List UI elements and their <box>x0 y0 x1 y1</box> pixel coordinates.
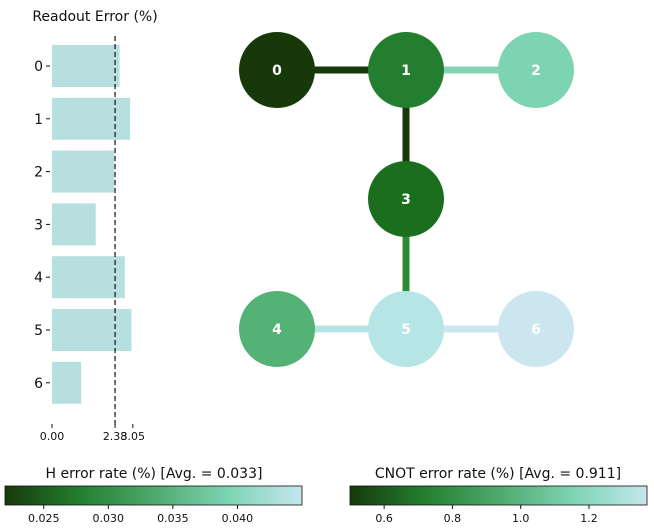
readout-xtick-label-2: 3.05 <box>121 430 146 443</box>
qubit-node-2 <box>498 32 574 108</box>
readout-xtick-label-0: 0.00 <box>40 430 65 443</box>
colorbar-gradient-h <box>4 485 303 506</box>
qubit-node-6 <box>498 291 574 367</box>
h-colorbar-title: H error rate (%) [Avg. = 0.033] <box>46 466 263 482</box>
qubit-node-label-1: 1 <box>401 63 411 79</box>
colorbar-cnot-tick-label-1: 0.8 <box>444 512 462 525</box>
readout-category-label-1: 1 <box>34 112 43 128</box>
readout-category-label-3: 3 <box>34 217 43 233</box>
readout-chart-title: Readout Error (%) <box>32 9 157 25</box>
h-error-colorbar: H error rate (%) [Avg. = 0.033] 0.025 0.0… <box>4 466 303 525</box>
readout-bar-2 <box>52 150 115 193</box>
readout-xtick-label-1: 2.38 <box>103 430 128 443</box>
colorbar-h-tick-label-0: 0.025 <box>28 512 60 525</box>
qubit-node-4 <box>239 291 315 367</box>
readout-category-label-5: 5 <box>34 323 43 339</box>
readout-bar-4 <box>52 256 125 299</box>
colorbar-h-tick-label-2: 0.035 <box>157 512 189 525</box>
qubit-node-1 <box>368 32 444 108</box>
qubit-node-label-3: 3 <box>401 192 411 208</box>
qubit-node-label-2: 2 <box>531 63 541 79</box>
readout-bar-3 <box>52 203 96 246</box>
readout-bar-0 <box>52 45 120 87</box>
qubit-node-label-0: 0 <box>272 63 282 79</box>
qubit-node-label-4: 4 <box>272 322 282 338</box>
readout-bar-6 <box>52 361 82 404</box>
readout-bar-5 <box>52 309 132 351</box>
colorbar-gradient-cnot <box>349 485 648 506</box>
readout-category-label-2: 2 <box>34 165 43 181</box>
coupling-graph: 0 1 2 3 4 5 6 <box>239 32 574 367</box>
qubit-node-3 <box>368 161 444 237</box>
readout-category-label-4: 4 <box>34 270 43 286</box>
readout-category-label-6: 6 <box>34 376 43 392</box>
cnot-colorbar-title: CNOT error rate (%) [Avg. = 0.911] <box>375 466 621 482</box>
colorbar-cnot-tick-label-0: 0.6 <box>375 512 393 525</box>
cnot-error-colorbar: CNOT error rate (%) [Avg. = 0.911] 0.6 0.… <box>349 466 648 525</box>
colorbar-cnot-tick-label-3: 1.2 <box>580 512 598 525</box>
qubit-node-label-5: 5 <box>401 322 411 338</box>
colorbar-h-tick-label-3: 0.040 <box>222 512 254 525</box>
qubit-node-label-6: 6 <box>531 322 541 338</box>
colorbar-cnot-tick-label-2: 1.0 <box>512 512 530 525</box>
qubit-node-5 <box>368 291 444 367</box>
colorbar-h-tick-label-1: 0.030 <box>93 512 125 525</box>
readout-error-chart: Readout Error (%) 0 1 2 3 4 5 6 0.00 2.383.05 <box>32 9 157 443</box>
readout-category-label-0: 0 <box>34 59 43 75</box>
readout-bar-1 <box>52 97 131 140</box>
qubit-node-0 <box>239 32 315 108</box>
